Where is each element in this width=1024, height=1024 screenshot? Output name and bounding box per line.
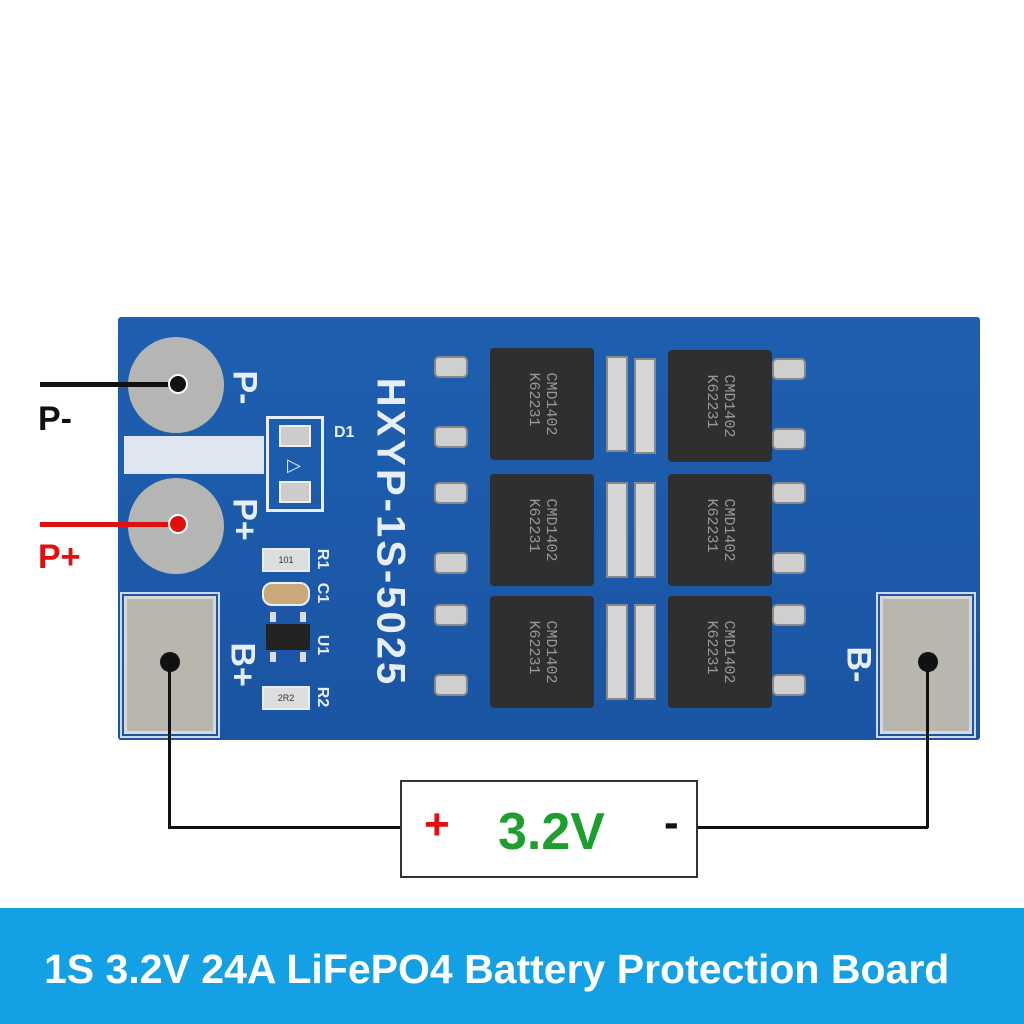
b-minus-wire-vertical: [926, 662, 929, 828]
label-u1: U1: [314, 634, 332, 656]
mosfet-lot-code: K62231: [525, 620, 542, 675]
mosfet-lot-code: K62231: [525, 498, 542, 553]
b-plus-wire-horizontal: [168, 826, 400, 829]
mosfet-lead: [772, 358, 806, 380]
mosfet-tab: [634, 358, 656, 454]
mosfet-part-number: CMD1402: [542, 620, 559, 684]
label-c1: C1: [314, 582, 332, 604]
label-d1: D1: [334, 424, 355, 441]
p-plus-dot: [168, 514, 188, 534]
mosfet-lead: [434, 674, 468, 696]
mosfet-lot-code: K62231: [703, 374, 720, 429]
mosfet-lead: [772, 674, 806, 696]
mosfet-tab: [606, 604, 628, 700]
mosfet-lead: [434, 426, 468, 448]
mosfet-part-number: CMD1402: [720, 498, 737, 562]
ic-pins-top: [270, 612, 306, 622]
mosfet-lead: [772, 604, 806, 626]
silk-p-plus: P+: [225, 498, 264, 541]
diode-d1: ▷: [266, 416, 324, 512]
battery-plus-sign: +: [424, 800, 450, 849]
p-minus-wire: [40, 382, 178, 387]
mosfet-part-number: CMD1402: [720, 374, 737, 438]
mosfet-tab: [606, 482, 628, 578]
title-banner: 1S 3.2V 24A LiFePO4 Battery Protection B…: [0, 908, 1024, 1024]
mosfet-lead: [772, 482, 806, 504]
resistor-r1: 101: [262, 548, 310, 572]
mosfet-lead: [772, 552, 806, 574]
mosfet-part-number: CMD1402: [720, 620, 737, 684]
mosfet-lead: [434, 482, 468, 504]
ic-u1: [266, 624, 310, 650]
capacitor-c1: [262, 582, 310, 606]
diode-symbol-icon: ▷: [287, 455, 301, 475]
resistor-r2: 2R2: [262, 686, 310, 710]
copper-strip: [124, 436, 264, 474]
battery-voltage: 3.2V: [498, 803, 605, 861]
board-model-label: HXYP-1S-5025: [368, 377, 413, 688]
p-plus-wire: [40, 522, 178, 527]
p-plus-label: P+: [38, 538, 81, 576]
mosfet-lead: [772, 428, 806, 450]
mosfet-tab: [634, 482, 656, 578]
mosfet-lead: [434, 356, 468, 378]
mosfet-lot-code: K62231: [703, 620, 720, 675]
battery-box: + 3.2V -: [400, 780, 698, 878]
label-r2: R2: [314, 686, 332, 708]
mosfet-tab: [634, 604, 656, 700]
label-r1: R1: [314, 548, 332, 570]
battery-minus-sign: -: [664, 798, 679, 847]
banner-title: 1S 3.2V 24A LiFePO4 Battery Protection B…: [44, 946, 950, 992]
ic-pins-bottom: [270, 652, 306, 662]
b-plus-wire-vertical: [168, 662, 171, 828]
silk-b-plus: B+: [223, 642, 262, 687]
mosfet-lot-code: K62231: [703, 498, 720, 553]
mosfet-part-number: CMD1402: [542, 372, 559, 436]
mosfet-tab: [606, 356, 628, 452]
silk-p-minus: P-: [225, 370, 264, 405]
p-minus-label: P-: [38, 400, 72, 438]
b-minus-wire-horizontal: [698, 826, 928, 829]
mosfet-lot-code: K62231: [525, 372, 542, 427]
mosfet-lead: [434, 604, 468, 626]
silk-b-minus: B-: [839, 646, 878, 683]
mosfet-part-number: CMD1402: [542, 498, 559, 562]
p-minus-dot: [168, 374, 188, 394]
mosfet-lead: [434, 552, 468, 574]
